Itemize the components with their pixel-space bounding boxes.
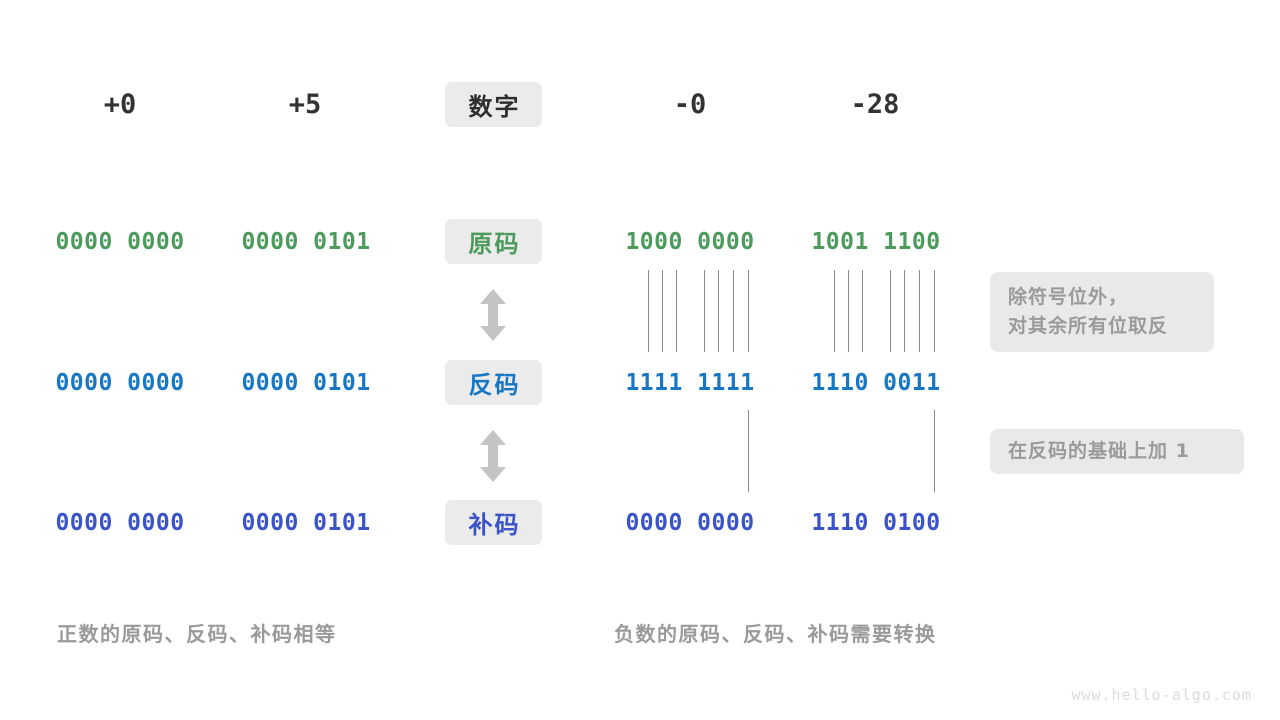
note-invert-bits: 除符号位外， 对其余所有位取反	[990, 272, 1214, 352]
note-invert-line1: 除符号位外，	[1008, 285, 1129, 308]
connector-line	[748, 270, 749, 352]
row-label-number: 数字	[445, 82, 542, 127]
bits-twos-complement-plus-five: 0000 0101	[241, 510, 371, 536]
bits-twos-complement-plus-zero: 0000 0000	[55, 510, 185, 536]
column-header-plus-five: +5	[288, 88, 322, 120]
connector-line	[676, 270, 677, 352]
column-header-minus-28: -28	[850, 88, 900, 120]
note-plus-one: 在反码的基础上加 1	[990, 429, 1244, 474]
bits-sign-magnitude-minus-zero: 1000 0000	[625, 229, 755, 255]
bits-twos-complement-minus-28: 1110 0100	[811, 510, 941, 536]
bits-ones-complement-plus-zero: 0000 0000	[55, 370, 185, 396]
bits-sign-magnitude-plus-five: 0000 0101	[241, 229, 371, 255]
connector-line	[934, 270, 935, 352]
row-label-ones-complement: 反码	[445, 360, 542, 405]
connector-line	[848, 270, 849, 352]
connector-line	[919, 270, 920, 352]
carry-connector-line	[934, 410, 935, 492]
note-invert-line2: 对其余所有位取反	[1008, 315, 1169, 337]
row-label-twos-complement: 补码	[445, 500, 542, 545]
connector-line	[662, 270, 663, 352]
row-label-sign-magnitude: 原码	[445, 219, 542, 264]
connector-line	[834, 270, 835, 352]
connector-line	[648, 270, 649, 352]
carry-connector-line	[748, 410, 749, 492]
bits-ones-complement-minus-28: 1110 0011	[811, 370, 941, 396]
caption-negative: 负数的原码、反码、补码需要转换	[614, 622, 937, 646]
column-header-plus-zero: +0	[103, 88, 137, 120]
watermark: www.hello-algo.com	[1071, 686, 1252, 704]
bits-twos-complement-minus-zero: 0000 0000	[625, 510, 755, 536]
note-plus-one-text: 在反码的基础上加 1	[1008, 439, 1190, 462]
up-down-arrow-icon-2	[478, 430, 508, 486]
connector-line	[904, 270, 905, 352]
caption-positive: 正数的原码、反码、补码相等	[57, 622, 337, 646]
bits-sign-magnitude-minus-28: 1001 1100	[811, 229, 941, 255]
connector-line	[733, 270, 734, 352]
connector-line	[704, 270, 705, 352]
connector-line	[718, 270, 719, 352]
bits-ones-complement-plus-five: 0000 0101	[241, 370, 371, 396]
bits-ones-complement-minus-zero: 1111 1111	[625, 370, 755, 396]
connector-line	[890, 270, 891, 352]
connector-line	[862, 270, 863, 352]
bits-sign-magnitude-plus-zero: 0000 0000	[55, 229, 185, 255]
column-header-minus-zero: -0	[673, 88, 707, 120]
up-down-arrow-icon-1	[478, 289, 508, 345]
